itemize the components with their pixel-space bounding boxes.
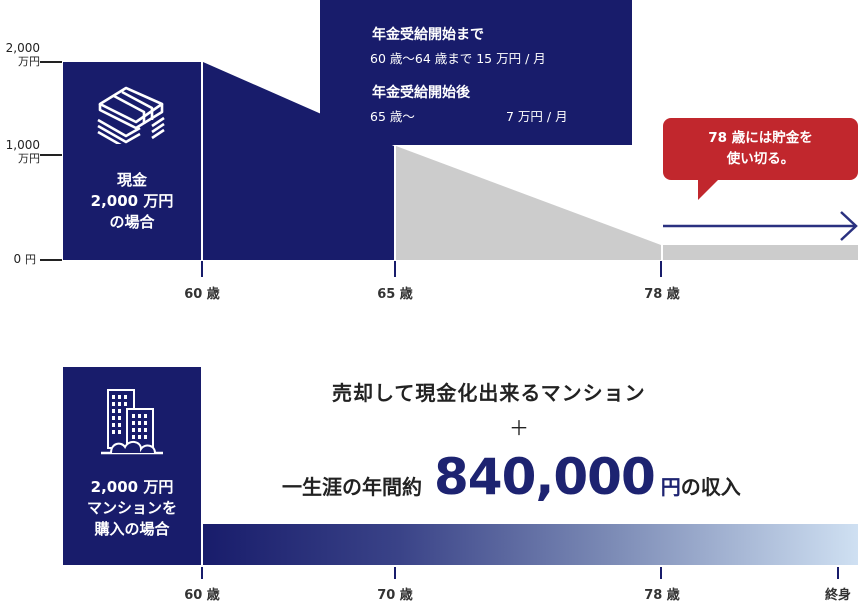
y-value: 0 xyxy=(13,252,22,266)
y-unit: 万円 xyxy=(18,152,40,165)
condo-block: 2,000 万円 マンションを 購入の場合 xyxy=(63,367,201,565)
y-value: 2,000 xyxy=(5,41,40,55)
pension-after-amount: 7 万円 / 月 xyxy=(506,109,568,124)
y-tick xyxy=(40,61,62,63)
y-unit: 万円 xyxy=(18,55,40,68)
bubble-tail xyxy=(698,178,720,200)
condo-label-line2: マンションを xyxy=(86,499,177,517)
pension-callout: 年金受給開始まで 60 歳〜64 歳まで 15 万円 / 月 年金受給開始後 6… xyxy=(320,0,632,145)
x-tick xyxy=(201,261,203,277)
savings-area-after-78 xyxy=(663,245,858,260)
pension-before-title: 年金受給開始まで xyxy=(372,27,484,43)
bubble-line1: 78 歳には貯金を xyxy=(708,130,813,146)
pension-after-age: 65 歳〜 xyxy=(370,109,415,124)
income-prefix: 一生涯の年間約 xyxy=(282,475,422,499)
building-icon xyxy=(101,389,163,455)
savings-area-60-65 xyxy=(203,62,394,260)
pension-before-detail: 60 歳〜64 歳まで 15 万円 / 月 xyxy=(370,51,546,66)
savings-area-shapes xyxy=(203,62,858,260)
cash-block-label: 現金 2,000 万円 の場合 xyxy=(63,170,201,233)
x-label-60: 60 歳 xyxy=(184,588,220,603)
x-label-lifetime: 終身 xyxy=(824,588,852,603)
x-label-60: 60 歳 xyxy=(184,287,220,302)
income-amount: 840,000 xyxy=(434,448,656,506)
x-tick xyxy=(394,261,396,277)
y-label-1000: 1,000 万円 xyxy=(0,138,40,166)
x-tick xyxy=(837,567,839,579)
income-unit: 円 xyxy=(660,475,681,499)
cash-label-line2: 2,000 万円 xyxy=(90,192,174,210)
bubble-line2: 使い切る。 xyxy=(726,151,795,167)
cash-label-line1: 現金 xyxy=(116,171,147,189)
y-label-2000: 2,000 万円 xyxy=(0,41,40,69)
condo-label-line1: 2,000 万円 xyxy=(90,478,174,496)
x-label-78: 78 歳 xyxy=(644,588,680,603)
condo-label-line3: 購入の場合 xyxy=(94,520,170,538)
savings-area-65-78 xyxy=(396,146,661,260)
x-tick xyxy=(394,567,396,579)
cash-label-line3: の場合 xyxy=(109,213,155,231)
money-stack-icon xyxy=(97,86,165,144)
depleted-bubble: 78 歳には貯金を 使い切る。 xyxy=(663,118,858,180)
income-suffix: の収入 xyxy=(680,475,741,499)
y-tick xyxy=(40,154,62,156)
headline-income: 一生涯の年間約 840,000 円 の収入 xyxy=(282,448,741,506)
headline-sellable-condo: 売却して現金化出来るマンション xyxy=(332,381,646,405)
plus-sign: ＋ xyxy=(509,416,529,440)
x-tick xyxy=(660,261,662,277)
y-label-0: 0 円 xyxy=(0,252,36,267)
x-label-70: 70 歳 xyxy=(377,588,413,603)
y-value: 1,000 xyxy=(5,138,40,152)
x-tick xyxy=(201,567,203,579)
cash-block: 現金 2,000 万円 の場合 xyxy=(63,62,201,260)
lifetime-income-bar xyxy=(203,524,858,565)
x-label-65: 65 歳 xyxy=(377,287,413,302)
x-tick xyxy=(660,567,662,579)
y-unit: 円 xyxy=(25,253,36,266)
pension-after-title: 年金受給開始後 xyxy=(372,85,470,101)
x-label-78: 78 歳 xyxy=(644,287,680,302)
y-tick xyxy=(40,259,62,261)
condo-block-label: 2,000 万円 マンションを 購入の場合 xyxy=(63,477,201,540)
